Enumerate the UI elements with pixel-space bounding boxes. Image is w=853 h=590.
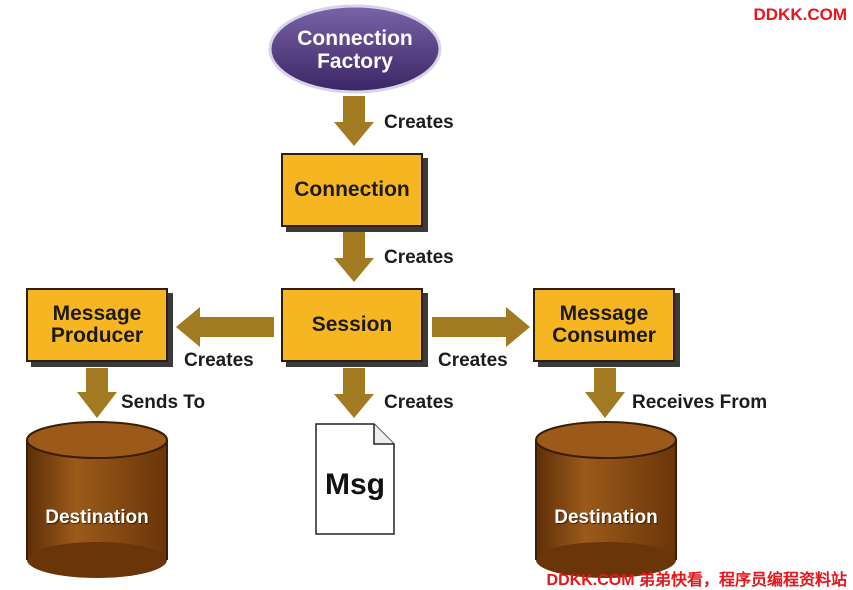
arrow-factory-to-connection bbox=[334, 96, 374, 146]
connection-factory-oval bbox=[268, 4, 442, 94]
connection-label: Connection bbox=[294, 178, 410, 201]
edge-label-session-msg: Creates bbox=[384, 392, 454, 413]
arrow-session-to-consumer bbox=[432, 307, 530, 347]
destination-right-label: Destination bbox=[554, 507, 658, 528]
arrow-consumer-to-destination bbox=[585, 368, 625, 418]
arrow-session-to-msg bbox=[334, 368, 374, 418]
destination-left-cylinder bbox=[26, 421, 168, 578]
watermark-bottom: DDKK.COM 弟弟快看，程序员编程资料站 bbox=[546, 572, 847, 589]
arrow-producer-to-destination bbox=[77, 368, 117, 418]
edge-label-session-producer: Creates bbox=[184, 350, 254, 371]
edge-label-consumer-destination: Receives From bbox=[632, 392, 768, 413]
message-producer-label: Message Producer bbox=[50, 302, 144, 347]
msg-document-icon bbox=[315, 423, 395, 535]
edge-label-producer-destination: Sends To bbox=[121, 392, 206, 413]
arrow-session-to-producer bbox=[176, 307, 274, 347]
session-box: Session bbox=[281, 288, 423, 362]
destination-left-label: Destination bbox=[45, 507, 149, 528]
arrow-connection-to-session bbox=[334, 232, 374, 282]
msg-label: Msg bbox=[325, 468, 385, 501]
connection-box: Connection bbox=[281, 153, 423, 227]
edge-label-factory-connection: Creates bbox=[384, 112, 454, 133]
message-consumer-box: Message Consumer bbox=[533, 288, 675, 362]
edge-label-session-consumer: Creates bbox=[438, 350, 508, 371]
edge-label-connection-session: Creates bbox=[384, 247, 454, 268]
message-producer-box: Message Producer bbox=[26, 288, 168, 362]
session-label: Session bbox=[311, 313, 393, 336]
message-consumer-label: Message Consumer bbox=[552, 302, 656, 347]
watermark-top: DDKK.COM bbox=[753, 5, 848, 24]
connection-factory-label: Connection Factory bbox=[297, 27, 413, 73]
destination-right-cylinder bbox=[535, 421, 677, 578]
